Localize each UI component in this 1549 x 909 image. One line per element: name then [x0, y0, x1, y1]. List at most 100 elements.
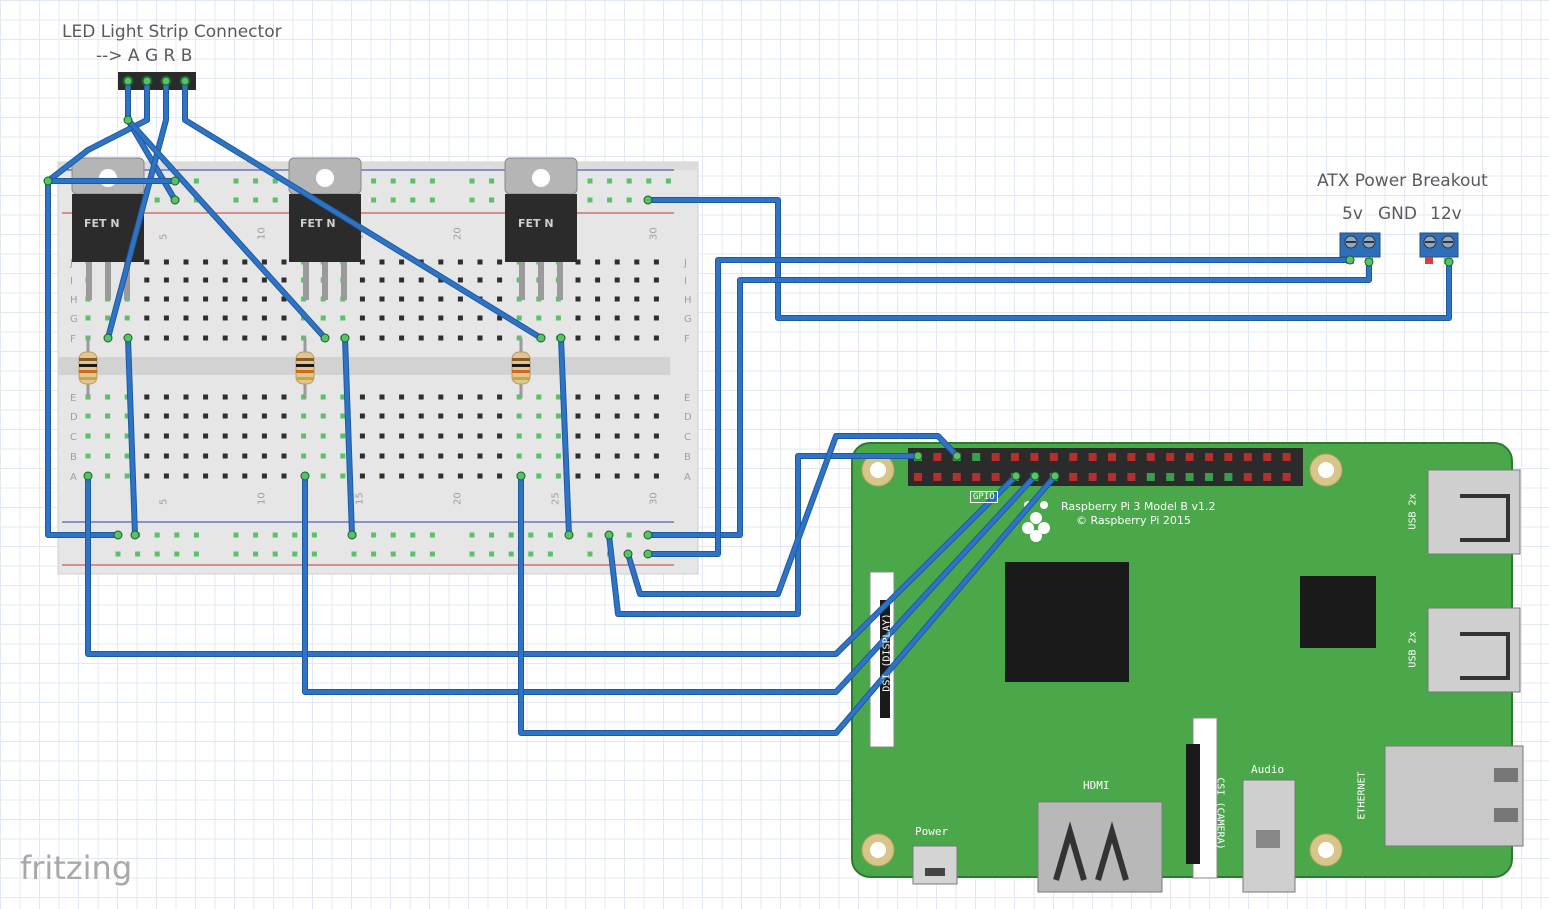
- breadboard-hole[interactable]: [183, 315, 189, 321]
- rail-hole[interactable]: [233, 532, 239, 538]
- breadboard-hole[interactable]: [477, 473, 483, 479]
- breadboard-hole[interactable]: [281, 453, 287, 459]
- breadboard-hole[interactable]: [595, 413, 601, 419]
- breadboard-hole[interactable]: [477, 433, 483, 439]
- rail-hole[interactable]: [489, 532, 495, 538]
- wire-end[interactable]: [142, 76, 152, 86]
- rail-hole[interactable]: [115, 551, 121, 557]
- breadboard-hole[interactable]: [399, 433, 405, 439]
- breadboard-hole[interactable]: [301, 433, 307, 439]
- wire-end[interactable]: [83, 471, 93, 481]
- gpio-pin[interactable]: [972, 453, 981, 461]
- gpio-pin[interactable]: [1108, 473, 1116, 481]
- breadboard-hole[interactable]: [163, 259, 169, 265]
- breadboard-hole[interactable]: [575, 277, 581, 283]
- wire-3[interactable]: [106, 79, 168, 340]
- rail-hole[interactable]: [390, 551, 396, 557]
- rail-hole[interactable]: [410, 178, 416, 184]
- breadboard-hole[interactable]: [516, 413, 522, 419]
- raspberry-pi-board[interactable]: [851, 442, 1524, 893]
- breadboard-hole[interactable]: [614, 259, 620, 265]
- wire-2[interactable]: [46, 79, 149, 537]
- rail-hole[interactable]: [390, 178, 396, 184]
- breadboard-hole[interactable]: [203, 315, 209, 321]
- breadboard-hole[interactable]: [163, 335, 169, 341]
- breadboard-hole[interactable]: [438, 433, 444, 439]
- breadboard-hole[interactable]: [438, 453, 444, 459]
- breadboard-hole[interactable]: [477, 453, 483, 459]
- gpio-pin[interactable]: [933, 453, 942, 461]
- breadboard-hole[interactable]: [614, 413, 620, 419]
- rail-hole[interactable]: [174, 551, 180, 557]
- breadboard-hole[interactable]: [477, 394, 483, 400]
- wire-end[interactable]: [123, 76, 133, 86]
- breadboard-hole[interactable]: [634, 335, 640, 341]
- gpio-pin[interactable]: [1030, 453, 1039, 461]
- rail-hole[interactable]: [508, 532, 514, 538]
- breadboard-hole[interactable]: [379, 259, 385, 265]
- breadboard-hole[interactable]: [144, 296, 150, 302]
- rail-hole[interactable]: [193, 532, 199, 538]
- breadboard-hole[interactable]: [203, 296, 209, 302]
- gpio-pin[interactable]: [1011, 453, 1019, 461]
- breadboard-hole[interactable]: [320, 433, 326, 439]
- rail-hole[interactable]: [587, 197, 593, 203]
- breadboard-hole[interactable]: [595, 335, 601, 341]
- rail-hole[interactable]: [253, 551, 259, 557]
- breadboard-hole[interactable]: [634, 473, 640, 479]
- breadboard-hole[interactable]: [105, 315, 111, 321]
- breadboard-hole[interactable]: [575, 473, 581, 479]
- gpio-pin[interactable]: [972, 473, 981, 481]
- breadboard-hole[interactable]: [477, 315, 483, 321]
- breadboard-hole[interactable]: [261, 335, 267, 341]
- gpio-pin[interactable]: [1282, 473, 1291, 481]
- breadboard-hole[interactable]: [105, 473, 111, 479]
- breadboard-hole[interactable]: [144, 335, 150, 341]
- gpio-pin[interactable]: [1069, 473, 1078, 481]
- breadboard-hole[interactable]: [242, 335, 248, 341]
- gpio-pin[interactable]: [1205, 453, 1213, 461]
- wire-end[interactable]: [643, 530, 653, 540]
- breadboard-hole[interactable]: [477, 277, 483, 283]
- gpio-pin[interactable]: [1263, 473, 1272, 481]
- breadboard-hole[interactable]: [203, 394, 209, 400]
- rail-hole[interactable]: [193, 178, 199, 184]
- breadboard-hole[interactable]: [399, 315, 405, 321]
- rail-hole[interactable]: [626, 197, 632, 203]
- breadboard-hole[interactable]: [242, 277, 248, 283]
- rail-hole[interactable]: [154, 532, 160, 538]
- breadboard-hole[interactable]: [457, 394, 463, 400]
- breadboard-hole[interactable]: [183, 277, 189, 283]
- breadboard-hole[interactable]: [320, 413, 326, 419]
- breadboard-hole[interactable]: [575, 433, 581, 439]
- breadboard-hole[interactable]: [399, 473, 405, 479]
- breadboard-hole[interactable]: [359, 453, 365, 459]
- breadboard-hole[interactable]: [634, 259, 640, 265]
- breadboard-hole[interactable]: [457, 335, 463, 341]
- breadboard-hole[interactable]: [555, 394, 561, 400]
- breadboard-hole[interactable]: [477, 413, 483, 419]
- breadboard-hole[interactable]: [653, 335, 659, 341]
- breadboard-hole[interactable]: [653, 315, 659, 321]
- wire-end[interactable]: [180, 76, 190, 86]
- mosfet-3[interactable]: [504, 157, 578, 300]
- breadboard-hole[interactable]: [203, 433, 209, 439]
- breadboard-hole[interactable]: [477, 259, 483, 265]
- breadboard-hole[interactable]: [242, 473, 248, 479]
- breadboard-hole[interactable]: [497, 296, 503, 302]
- breadboard-hole[interactable]: [457, 473, 463, 479]
- breadboard-hole[interactable]: [653, 433, 659, 439]
- breadboard-hole[interactable]: [144, 453, 150, 459]
- rail-hole[interactable]: [371, 197, 377, 203]
- wire-end[interactable]: [170, 195, 180, 205]
- gpio-pin[interactable]: [1108, 453, 1116, 461]
- gpio-pin[interactable]: [1185, 473, 1194, 481]
- breadboard-hole[interactable]: [261, 453, 267, 459]
- breadboard-hole[interactable]: [418, 453, 424, 459]
- breadboard-hole[interactable]: [653, 259, 659, 265]
- breadboard-hole[interactable]: [575, 296, 581, 302]
- breadboard-hole[interactable]: [438, 394, 444, 400]
- rail-hole[interactable]: [253, 178, 259, 184]
- wire-end[interactable]: [604, 530, 614, 540]
- breadboard-hole[interactable]: [183, 413, 189, 419]
